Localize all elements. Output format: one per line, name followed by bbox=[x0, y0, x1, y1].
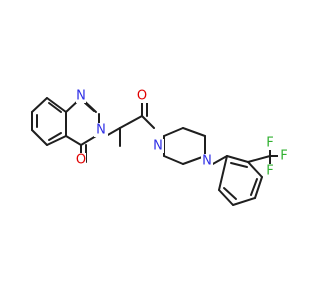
aryl-ring bbox=[210, 155, 263, 206]
oxygen-label-quinazolinone: O bbox=[76, 153, 86, 168]
fluorine-label-top: F bbox=[266, 136, 273, 151]
nitrogen-label-amide: N bbox=[96, 123, 106, 138]
piperazine-ring bbox=[163, 127, 206, 165]
benzo-ring bbox=[31, 97, 67, 146]
oxygen-label-carbonyl: O bbox=[137, 89, 147, 104]
molecule-structure-diagram: N N O O N N F F F bbox=[31, 88, 290, 206]
fluorine-label-bottom: F bbox=[266, 164, 273, 179]
nitrogen-label-piperazine-left: N bbox=[153, 139, 163, 154]
nitrogen-label-top: N bbox=[76, 89, 86, 104]
nitrogen-label-piperazine-right: N bbox=[202, 154, 212, 169]
atom-labels: N N O O N N F F F bbox=[76, 89, 290, 179]
fluorine-label-right: F bbox=[280, 149, 287, 164]
chiral-linker bbox=[105, 97, 155, 147]
